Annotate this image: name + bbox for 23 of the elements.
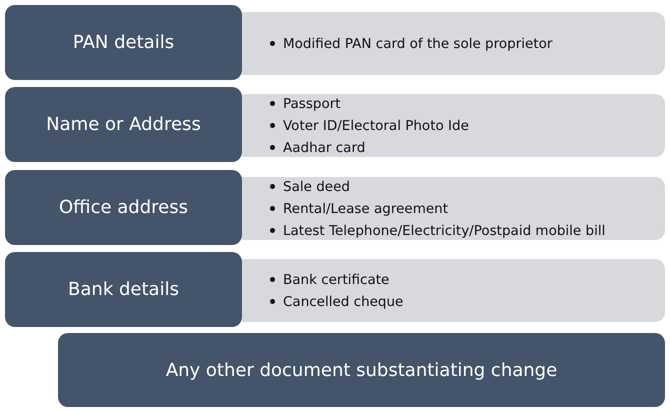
document-item: Rental/Lease agreement [283, 200, 448, 218]
document-list-box [242, 12, 665, 75]
document-item: Bank certificate [283, 270, 390, 290]
document-item: Cancelled cheque [283, 292, 404, 312]
category-title: Office address [59, 197, 188, 218]
category-box [5, 87, 242, 162]
document-list-box [242, 177, 665, 240]
document-item: Passport [283, 94, 341, 114]
category-title: Any other document substantiating change [166, 360, 558, 380]
document-item: Latest Telephone/Electricity/Postpaid mobile bill [283, 222, 606, 240]
document-item: Sale deed [283, 178, 350, 196]
category-title: PAN details [72, 32, 174, 53]
category-title: Bank details [68, 279, 179, 300]
document-list-box [242, 259, 665, 322]
document-item: Voter ID/Electoral Photo Ide [283, 116, 469, 136]
category-box [5, 252, 242, 327]
document-list-box [242, 94, 665, 157]
category-box [5, 5, 242, 80]
category-title: Name or Address [46, 114, 201, 135]
category-box [5, 170, 242, 245]
category-box [58, 333, 665, 407]
document-item: Modified PAN card of the sole proprietor [283, 34, 552, 54]
document-item: Aadhar card [283, 138, 366, 158]
